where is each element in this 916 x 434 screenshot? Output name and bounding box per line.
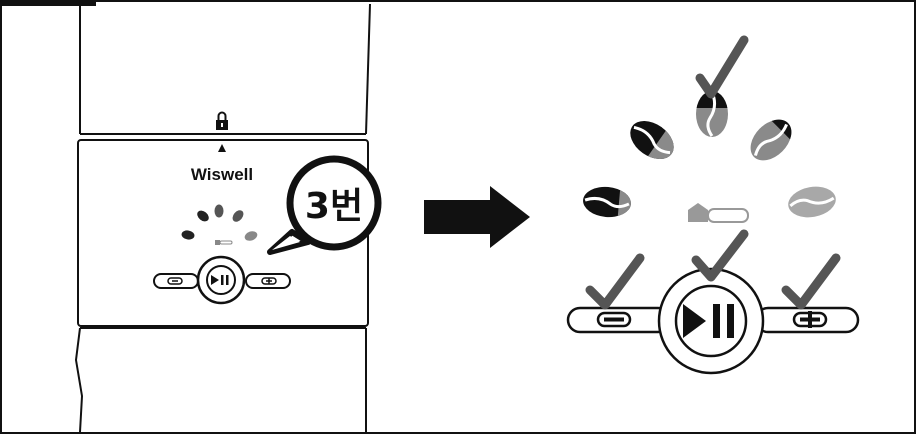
brand-logo: Wiswell bbox=[191, 165, 253, 184]
plus-icon bbox=[800, 311, 820, 328]
arrow-right-icon bbox=[424, 186, 530, 248]
body-edge-left-lower bbox=[74, 327, 84, 433]
coffee-bean-icon bbox=[750, 111, 800, 161]
plus-icon bbox=[266, 278, 272, 284]
coffee-bean-icon bbox=[214, 204, 224, 218]
check-icon bbox=[781, 253, 841, 310]
callout-bubble: 3번 bbox=[267, 155, 382, 255]
coffee-bean-icon bbox=[630, 120, 681, 167]
machine-body bbox=[74, 3, 371, 433]
portafilter-icon bbox=[215, 240, 220, 245]
coffee-bean-icon bbox=[788, 186, 836, 218]
check-icon bbox=[691, 229, 749, 282]
triangle-indicator-icon bbox=[218, 144, 226, 152]
play-pause-icon bbox=[683, 304, 734, 338]
enlarged-controls bbox=[566, 229, 860, 375]
coffee-bean-icon bbox=[232, 210, 244, 222]
coffee-bean-icon bbox=[696, 91, 728, 137]
small-controls bbox=[153, 255, 291, 305]
check-icon bbox=[695, 35, 749, 99]
check-icon bbox=[585, 253, 645, 310]
callout-label: 3번 bbox=[305, 186, 363, 227]
lock-icon bbox=[216, 111, 228, 130]
coffee-bean-icon bbox=[583, 184, 633, 220]
coffee-bean-icon bbox=[197, 210, 209, 222]
coffee-bean-icon bbox=[244, 231, 258, 241]
corner-tab bbox=[0, 0, 96, 6]
enlarged-bean-dial bbox=[583, 35, 836, 223]
small-bean-dial bbox=[181, 204, 258, 245]
coffee-bean-icon bbox=[181, 230, 195, 240]
body-edge-right-upper bbox=[365, 3, 371, 135]
portafilter-icon bbox=[688, 203, 749, 223]
play-pause-icon bbox=[211, 275, 229, 285]
